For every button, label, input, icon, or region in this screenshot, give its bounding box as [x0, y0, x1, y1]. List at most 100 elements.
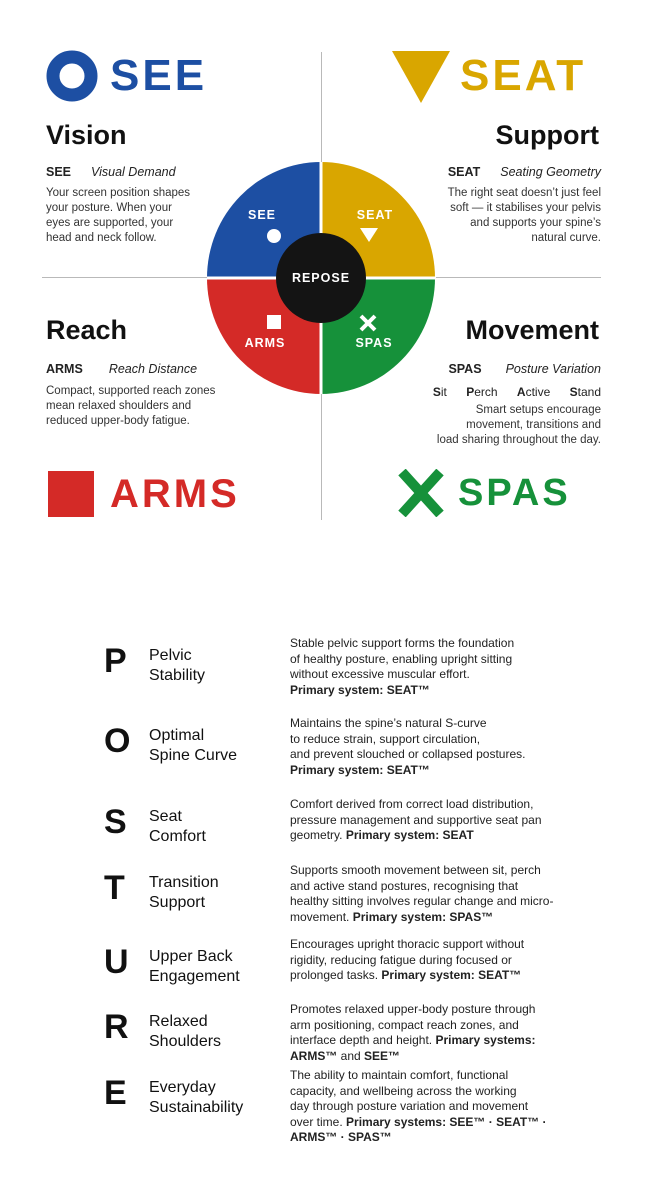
posture-name-line: Upper Back: [149, 948, 233, 965]
see-brand-label: SEE: [110, 51, 208, 100]
circle-icon: [267, 229, 281, 243]
movement-line: Smart setups encourage: [475, 404, 601, 416]
posture-description-line: and: [337, 1048, 365, 1063]
vision-subtitle-text: Visual Demand: [91, 165, 176, 179]
posture-letter: U: [104, 943, 129, 981]
posture-description-line: without excessive muscular effort.: [290, 667, 470, 681]
spas-word-stand: Stand: [569, 385, 601, 399]
primary-system: Primary system: SPAS™: [352, 909, 494, 924]
arms-brand-label: ARMS: [110, 471, 240, 516]
posture-name-line: Sustainability: [149, 1099, 244, 1116]
posture-name-line: Seat: [149, 808, 182, 825]
posture-name-line: Transition: [149, 874, 219, 891]
cross-icon: [359, 314, 377, 332]
posture-name-line: Support: [149, 894, 206, 911]
reach-body: Compact, supported reach zones mean rela…: [46, 384, 246, 429]
vision-line: eyes are supported, your: [46, 217, 174, 229]
vision-line: head and neck follow.: [46, 232, 157, 244]
posture-letter: P: [104, 642, 127, 680]
posture-description: Encourages upright thoracic support with…: [290, 937, 580, 984]
square-icon: [267, 315, 281, 329]
posture-description-line: pressure management and supportive seat …: [290, 812, 542, 827]
reach-line: Compact, supported reach zones: [46, 385, 216, 397]
posture-description-line: Promotes relaxed upper-body posture thro…: [290, 1002, 536, 1016]
spas-word-sit: Sit: [432, 385, 447, 399]
support-line: The right seat doesn’t just feel: [447, 187, 601, 199]
posture-description-line: and active stand postures, recognising t…: [290, 878, 519, 893]
posture-description: Supports smooth movement between sit, pe…: [290, 863, 580, 925]
triangle-icon: [392, 51, 450, 103]
vision-body: Your screen position shapes your posture…: [46, 186, 206, 246]
posture-description-line: and prevent slouched or collapsed postur…: [290, 747, 526, 761]
vision-subtitle: SEE Visual Demand: [46, 165, 176, 179]
posture-description-line: Encourages upright thoracic support with…: [290, 937, 525, 951]
posture-description-line: over time.: [290, 1114, 347, 1129]
spas-word-active: Active: [516, 385, 551, 399]
support-subtitle: SEAT Seating Geometry: [448, 165, 601, 179]
vision-line: Your screen position shapes: [46, 187, 191, 199]
primary-system: Primary system: SEAT™: [290, 682, 430, 697]
primary-system: ARMS™: [290, 1048, 338, 1063]
support-subtitle-text: Seating Geometry: [500, 165, 601, 179]
posture-name-line: Pelvic: [149, 647, 192, 664]
posture-name-line: Optimal: [149, 727, 205, 744]
horizontal-divider-right: [436, 277, 601, 278]
vision-line: your posture. When your: [46, 202, 172, 214]
seat-brand: SEAT: [392, 51, 587, 103]
spas-brand-label: SPAS: [458, 471, 571, 514]
see-brand: SEE: [46, 50, 208, 102]
movement-subtitle: SPAS Posture Variation: [448, 362, 601, 376]
posture-letter: E: [104, 1074, 127, 1112]
posture-name-line: Stability: [149, 667, 206, 684]
circle-icon: [46, 50, 98, 102]
posture-description-line: to reduce strain, support circulation,: [290, 731, 481, 746]
posture-description: Promotes relaxed upper-body posture thro…: [290, 1002, 580, 1064]
movement-body: Smart setups encourage movement, transit…: [401, 403, 601, 448]
posture-name-line: Spine Curve: [149, 747, 238, 764]
posture-description-line: Stable pelvic support forms the foundati…: [290, 636, 515, 650]
posture-description-line: rigidity, reducing fatigue during focuse…: [290, 952, 512, 967]
posture-name-line: Comfort: [149, 828, 206, 845]
spas-brand: SPAS: [398, 468, 571, 518]
movement-line: movement, transitions and: [466, 419, 601, 431]
posture-letter: O: [104, 722, 131, 760]
square-icon: [48, 471, 94, 517]
support-line: and supports your spine’s: [470, 217, 601, 229]
posture-letter: S: [104, 803, 127, 841]
vision-title: Vision: [46, 120, 127, 150]
triangle-icon: [360, 228, 378, 242]
vision-code: SEE: [46, 165, 72, 179]
primary-system: Primary systems:: [435, 1033, 536, 1047]
posture-description-line: Supports smooth movement between sit, pe…: [290, 863, 541, 877]
primary-system: Primary system: SEAT™: [290, 762, 430, 777]
movement-subtitle-text: Posture Variation: [505, 362, 601, 376]
movement-code: SPAS: [448, 362, 482, 376]
cross-icon: [398, 469, 444, 517]
support-code: SEAT: [447, 165, 481, 179]
support-title: Support: [495, 120, 599, 150]
reach-subtitle-text: Reach Distance: [108, 362, 198, 376]
reach-title: Reach: [46, 315, 128, 345]
primary-system: ARMS™ · SPAS™: [290, 1130, 392, 1144]
posture-name-line: Everyday: [149, 1079, 216, 1096]
seat-brand-label: SEAT: [460, 51, 587, 100]
wheel-hub: [276, 233, 366, 323]
posture-description-line: capacity, and wellbeing across the worki…: [290, 1083, 517, 1098]
posture-description-line: interface depth and height.: [290, 1033, 436, 1047]
movement-title: Movement: [465, 315, 599, 345]
posture-description: Comfort derived from correct load distri…: [290, 797, 580, 844]
posture-name-line: Shoulders: [149, 1033, 222, 1050]
posture-description-line: movement.: [290, 909, 353, 924]
posture-letter: T: [104, 869, 125, 907]
posture-description: Stable pelvic support forms the foundati…: [290, 636, 580, 698]
posture-letter: R: [104, 1008, 129, 1046]
posture-description: The ability to maintain comfort, functio…: [290, 1068, 580, 1146]
